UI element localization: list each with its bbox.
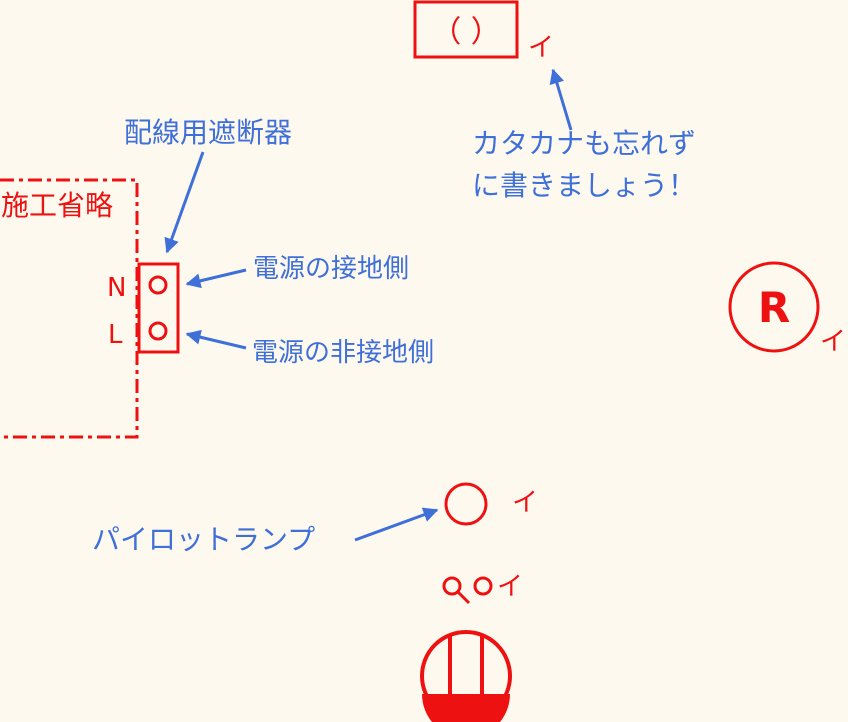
breaker-box [137, 262, 180, 354]
katakana-note-arrow [549, 68, 573, 131]
omitted-area: 施工省略 [0, 178, 139, 439]
receptacle-r-letter: R [758, 283, 790, 332]
terminal-n [148, 275, 168, 295]
grounded-side-label: 電源の接地側 [253, 254, 409, 284]
terminal-l [148, 321, 168, 341]
switch-circle-right [473, 576, 493, 596]
panel-filled-bottom [422, 694, 510, 722]
top-box-frame [413, 0, 519, 59]
switch-tail [456, 590, 471, 605]
pilot-lamp-circle [444, 482, 488, 526]
switch-circle-left [442, 576, 462, 596]
katakana-note-line2: に書きましょう！ [472, 169, 696, 202]
breaker-label: 配線用遮断器 [124, 116, 292, 149]
katakana-note-line1: カタカナも忘れず [472, 127, 696, 160]
panel-circle-symbol [420, 630, 512, 722]
top-box-switch-label: イ [528, 33, 554, 63]
breaker: N L [107, 262, 180, 354]
top-box-text: （ ） [431, 15, 501, 50]
terminal-l-label: L [108, 320, 123, 350]
grounded-side-arrow [185, 268, 247, 289]
receptacle-r-switch-label: イ [820, 327, 846, 357]
terminal-n-label: N [107, 273, 126, 303]
pilot-lamp-arrow [354, 507, 439, 542]
omitted-area-label: 施工省略 [1, 189, 113, 222]
pilot-lamp-label: パイロットランプ [92, 523, 315, 556]
ungrounded-side-label: 電源の非接地側 [252, 338, 434, 368]
pilot-lamp: イ [444, 482, 538, 526]
breaker-arrow [164, 151, 205, 254]
switch-symbol: イ [442, 572, 523, 605]
ungrounded-side-arrow [185, 329, 247, 350]
receptacle-r: R イ [728, 261, 846, 357]
receptacle-r-circle [728, 261, 820, 353]
pilot-lamp-switch-label: イ [512, 488, 538, 518]
omitted-area-border [0, 178, 139, 439]
switch-switch-label: イ [497, 572, 523, 602]
top-box: （ ） イ [413, 0, 554, 63]
